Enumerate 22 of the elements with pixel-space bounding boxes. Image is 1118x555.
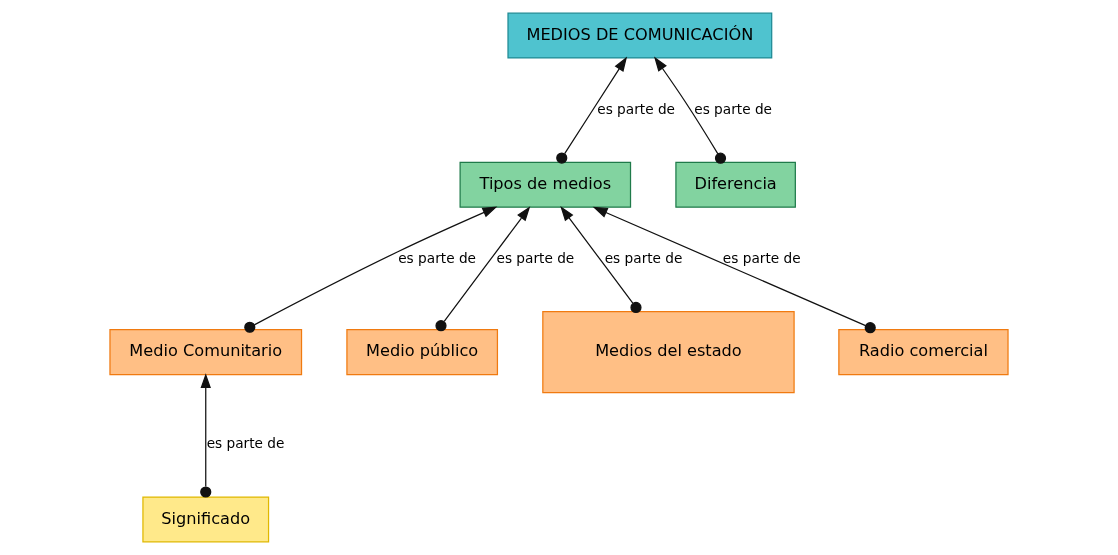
edge-label: es parte de	[604, 249, 683, 266]
arrow	[654, 56, 727, 164]
edge-label: es parte de	[496, 249, 575, 266]
node-box: Medio Comunitario	[109, 329, 303, 376]
node-box: Radio comercial	[838, 329, 1009, 376]
arrow	[435, 206, 531, 332]
arrow	[560, 206, 642, 313]
arrow	[592, 206, 876, 334]
node-box: Tipos de medios	[459, 161, 632, 208]
arrow	[244, 206, 498, 333]
node-box: Diferencia	[675, 161, 796, 208]
edge-label: es parte de	[206, 435, 285, 452]
edge-label: es parte de	[398, 249, 476, 266]
edge-label: es parte de	[722, 249, 801, 266]
node-box: Medio público	[346, 329, 499, 376]
arrow	[200, 373, 212, 498]
node-box: Significado	[142, 496, 270, 543]
node-box: Medios del estado	[542, 311, 795, 394]
edge-label: es parte de	[597, 100, 675, 117]
edge-label: es parte de	[694, 100, 773, 117]
arrow	[556, 56, 628, 164]
node-box: MEDIOS DE COMUNICACIÓN	[507, 12, 773, 59]
